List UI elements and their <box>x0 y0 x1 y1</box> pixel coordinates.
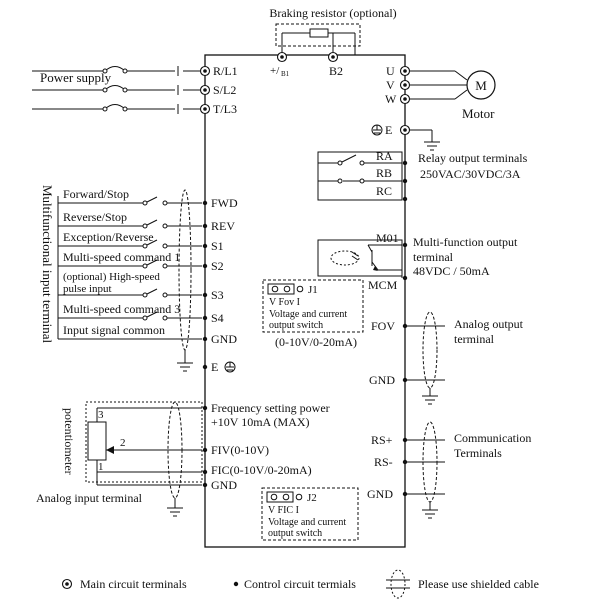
analog-output: FOV GND Analog output terminal <box>369 311 524 405</box>
j2-switch: J2 V FIC I Voltage and current output sw… <box>261 487 359 541</box>
mcm-label: MCM <box>368 278 398 292</box>
rs-plus-label: RS+ <box>371 433 393 447</box>
gnd-input-label: GND <box>211 332 237 346</box>
multifunctional-inputs: Multifunctional input terminal Forward/S… <box>40 185 238 374</box>
earth-label: E <box>385 123 392 137</box>
comm-desc-2: Terminals <box>454 446 502 460</box>
t-l3-terminal <box>199 103 211 115</box>
relay-desc-1: Relay output terminals <box>418 151 528 165</box>
legend: Main circuit terminals Control circuit t… <box>61 569 539 599</box>
s4-label: S4 <box>211 311 224 325</box>
m01-label: M01 <box>376 231 399 245</box>
s2-label: S2 <box>211 259 224 273</box>
relay-desc-2: 250VAC/30VDC/3A <box>420 167 521 181</box>
b2-label: B2 <box>329 64 343 78</box>
input-fwd-desc: Forward/Stop <box>63 187 129 201</box>
u-label: U <box>386 64 395 78</box>
pot-pin-3: 3 <box>98 409 104 421</box>
j2-name: J2 <box>307 492 317 504</box>
pb1-label: +/ <box>270 65 280 77</box>
mfo-desc-2: terminal <box>413 250 454 264</box>
v-label: V <box>386 78 395 92</box>
braking-title: Braking resistor (optional) <box>269 6 396 20</box>
legend-main-label: Main circuit terminals <box>80 577 187 591</box>
s1-label: S1 <box>211 239 224 253</box>
relay-output: RA RB RC Relay output terminals 250VAC/3… <box>317 149 528 202</box>
input-rev-desc: Reverse/Stop <box>63 210 127 224</box>
input-s1-desc: Exception/Reverse <box>63 230 154 244</box>
j1-range: (0-10V/0-20mA) <box>275 335 357 349</box>
t-l3-label: T/L3 <box>213 102 237 116</box>
communication: RS+ RS- GND Communication Terminals <box>367 421 531 519</box>
input-s3-desc-2: pulse input <box>63 283 112 295</box>
rb-label: RB <box>376 166 392 180</box>
comm-desc-1: Communication <box>454 431 531 445</box>
r-l1-label: R/L1 <box>213 64 238 78</box>
freq-power-2: +10V 10mA (MAX) <box>211 415 310 429</box>
inputs-side-label: Multifunctional input terminal <box>40 185 55 344</box>
j2-options: V FIC I <box>268 505 299 516</box>
legend-main-symbol <box>61 578 73 590</box>
input-s3-desc-1: (optional) High-speed <box>63 271 160 283</box>
gnd-ao-label: GND <box>369 373 395 387</box>
earth-terminal: E <box>371 123 440 151</box>
v-terminal <box>399 79 411 91</box>
input-s2-desc: Multi-speed command 1 <box>63 250 180 264</box>
j2-desc-2: output switch <box>268 528 322 539</box>
power-supply: Power supply R/L1 S/L2 T/L3 <box>32 64 238 116</box>
mfo-desc-3: 48VDC / 50mA <box>413 264 490 278</box>
mfo-desc-1: Multi-function output <box>413 235 518 249</box>
e-input-label: E <box>211 360 218 374</box>
rc-label: RC <box>376 184 392 198</box>
pot-pin-1: 1 <box>98 461 104 473</box>
ao-desc-1: Analog output <box>454 317 524 331</box>
input-gnd-desc: Input signal common <box>63 323 165 337</box>
gnd-ai-label: GND <box>211 478 237 492</box>
analog-input-label: Analog input terminal <box>36 491 143 505</box>
w-label: W <box>385 92 397 106</box>
s-l2-terminal <box>199 84 211 96</box>
freq-power-1: Frequency setting power <box>211 401 330 415</box>
b2-terminal <box>327 51 339 63</box>
ra-label: RA <box>376 149 393 163</box>
rev-label: REV <box>211 219 235 233</box>
legend-shield-label: Please use shielded cable <box>418 577 539 591</box>
analog-input: potentiometer 3 2 1 Frequency setting po… <box>36 401 330 517</box>
motor-symbol: M <box>475 78 487 93</box>
rs-minus-label: RS- <box>374 455 393 469</box>
power-supply-label: Power supply <box>40 70 112 85</box>
inverter-box <box>204 54 406 548</box>
gnd-comm-label: GND <box>367 487 393 501</box>
j1-desc-1: Voltage and current <box>269 309 347 320</box>
input-s4-desc: Multi-speed command 3 <box>63 302 180 316</box>
pot-pin-2: 2 <box>120 437 126 449</box>
legend-control-symbol <box>233 581 239 587</box>
multifunction-output: M01 MCM Multi-function output terminal 4… <box>317 231 518 292</box>
motor: U V W M Motor <box>385 64 496 121</box>
j1-switch: J1 V Fov I Voltage and current output sw… <box>262 279 364 349</box>
r-l1-terminal <box>199 65 211 77</box>
fic-label: FIC(0-10V/0-20mA) <box>211 463 312 477</box>
fwd-label: FWD <box>211 196 238 210</box>
pb1-sub: B1 <box>281 70 290 78</box>
pb1-terminal <box>276 51 288 63</box>
fov-label: FOV <box>371 319 395 333</box>
j1-options: V Fov I <box>269 297 300 308</box>
fiv-label: FIV(0-10V) <box>211 443 269 457</box>
j1-desc-2: output switch <box>269 320 323 331</box>
braking-resistor: Braking resistor (optional) +/ B1 B2 <box>269 6 396 78</box>
w-terminal <box>399 93 411 105</box>
u-terminal <box>399 65 411 77</box>
s-l2-label: S/L2 <box>213 83 236 97</box>
motor-label: Motor <box>462 106 495 121</box>
legend-shield-symbol <box>386 569 410 599</box>
j2-desc-1: Voltage and current <box>268 517 346 528</box>
j1-name: J1 <box>308 284 318 296</box>
potentiometer-label: potentiometer <box>62 408 76 475</box>
ao-desc-2: terminal <box>454 332 495 346</box>
s3-label: S3 <box>211 288 224 302</box>
legend-control-label: Control circuit termials <box>244 577 356 591</box>
